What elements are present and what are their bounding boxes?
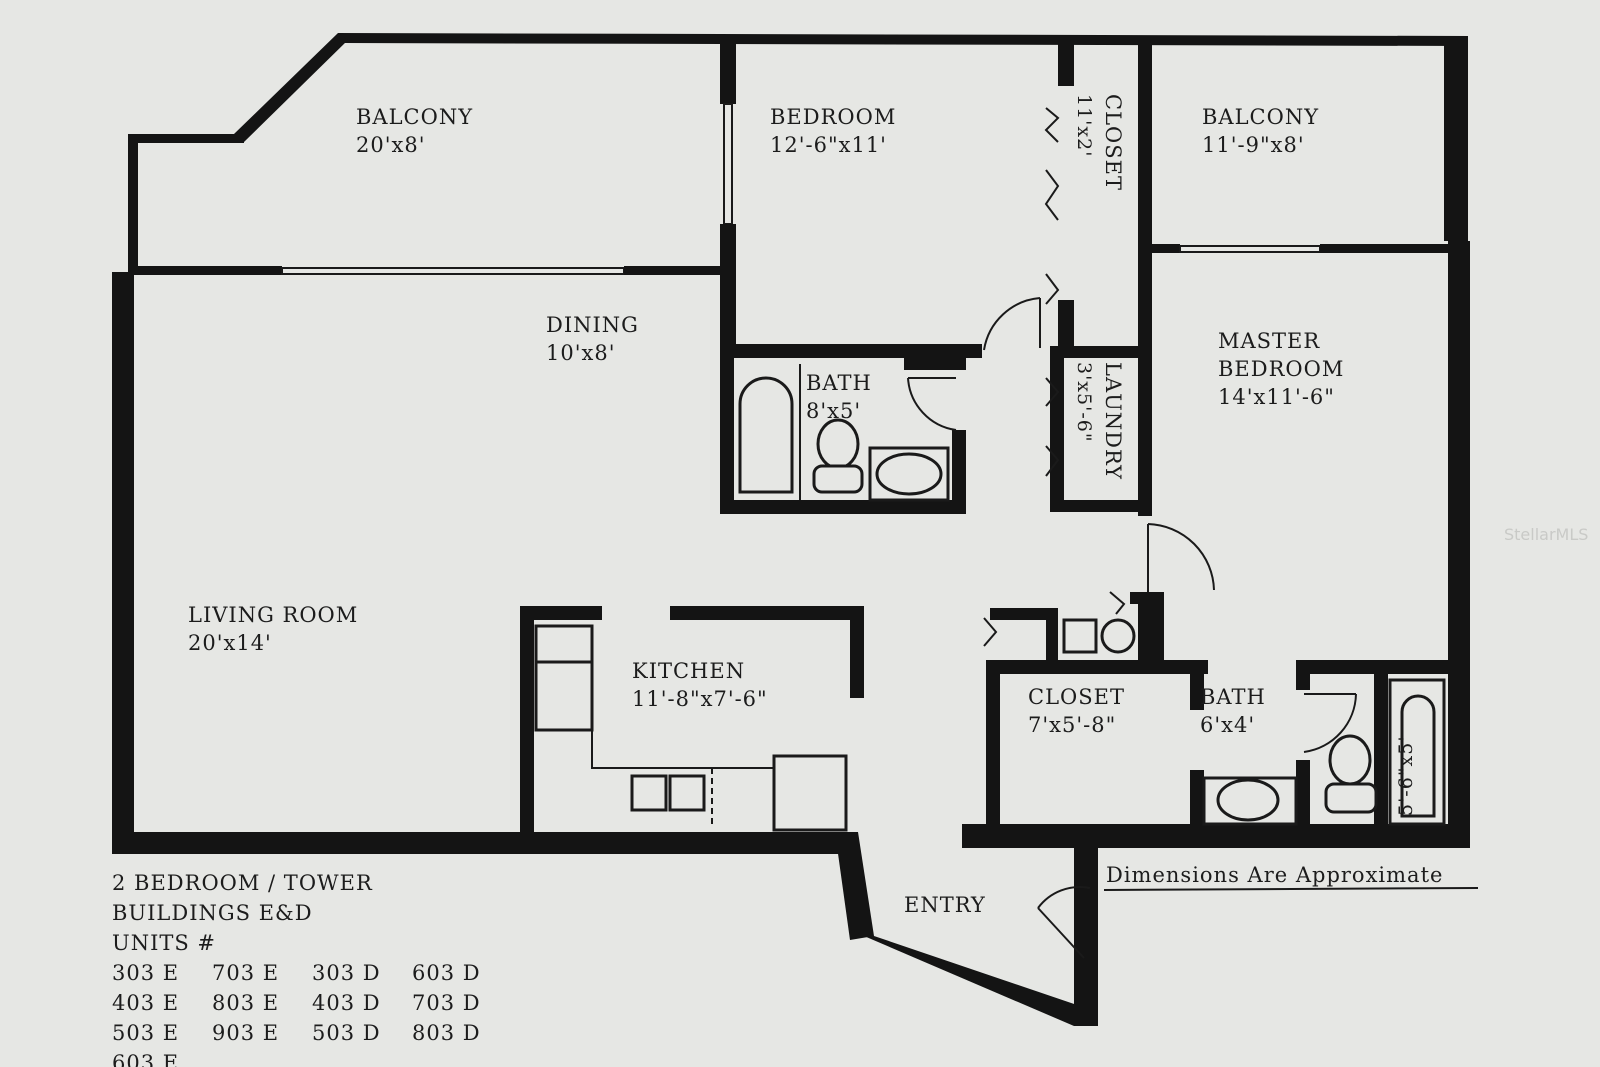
info-line-2: BUILDINGS E&D: [112, 901, 313, 925]
closet-bottom-dim: 7'x5'-8": [1028, 713, 1116, 737]
unit-info: 2 BEDROOM / TOWER BUILDINGS E&D UNITS # …: [112, 871, 481, 1067]
dining-label: DINING: [546, 313, 639, 337]
bath-top-label: BATH: [806, 371, 872, 395]
closet-top-dim: 11'x2': [1073, 94, 1095, 157]
unit-number: 503 E: [112, 1021, 179, 1045]
balcony-right-label: BALCONY: [1202, 105, 1319, 129]
unit-number: 503 D: [312, 1021, 381, 1045]
laundry-label: LAUNDRY: [1101, 362, 1125, 480]
outer-walls: [112, 33, 1470, 1026]
unit-number: 903 E: [212, 1021, 279, 1045]
unit-number: 403 D: [312, 991, 381, 1015]
bedroom-label: BEDROOM: [770, 105, 896, 129]
bath-bottom-dim: 6'x4': [1200, 713, 1255, 737]
unit-number: 603 D: [412, 961, 481, 985]
unit-number: 703 E: [212, 961, 279, 985]
unit-number: 303 D: [312, 961, 381, 985]
info-line-3: UNITS #: [112, 931, 216, 955]
watermark: StellarMLS: [1504, 525, 1588, 544]
bath-bottom-fixtures: [1202, 678, 1446, 826]
room-labels: BALCONY 20'x8' BEDROOM 12'-6"x11' CLOSET…: [188, 94, 1417, 917]
unit-number: 703 D: [412, 991, 481, 1015]
unit-number: 803 E: [212, 991, 279, 1015]
closet-top-label: CLOSET: [1101, 94, 1125, 191]
unit-number: 803 D: [412, 1021, 481, 1045]
bath-bottom-label: BATH: [1200, 685, 1266, 709]
balcony-left-label: BALCONY: [356, 105, 473, 129]
kitchen-fixtures: [534, 624, 848, 832]
laundry-fixtures: [1062, 618, 1136, 654]
balcony-left-dim: 20'x8': [356, 133, 425, 157]
interior-walls: [520, 44, 1456, 838]
kitchen-dim: 11'-8"x7'-6": [632, 687, 768, 711]
living-dim: 20'x14': [188, 631, 272, 655]
master-label-2: BEDROOM: [1218, 357, 1344, 381]
unit-number: 303 E: [112, 961, 179, 985]
dimensions-note: Dimensions Are Approximate: [1106, 863, 1443, 887]
dining-dim: 10'x8': [546, 341, 615, 365]
closet-bottom-label: CLOSET: [1028, 685, 1125, 709]
unit-number: 603 E: [112, 1051, 179, 1067]
tub-dim: 5'-6"x5': [1395, 735, 1417, 816]
living-label: LIVING ROOM: [188, 603, 358, 627]
balcony-right-dim: 11'-9"x8': [1202, 133, 1305, 157]
unit-number: 403 E: [112, 991, 179, 1015]
bath-top-dim: 8'x5': [806, 399, 861, 423]
info-line-1: 2 BEDROOM / TOWER: [112, 871, 373, 895]
bedroom-dim: 12'-6"x11': [770, 133, 887, 157]
entry-label: ENTRY: [904, 893, 986, 917]
kitchen-label: KITCHEN: [632, 659, 745, 683]
laundry-dim: 3'x5'-6": [1073, 362, 1095, 443]
master-dim: 14'x11'-6": [1218, 385, 1335, 409]
note-underline: [1103, 887, 1479, 891]
master-label-1: MASTER: [1218, 329, 1320, 353]
bath-top-fixtures: [738, 364, 950, 502]
door-swings: [907, 297, 1357, 959]
balcony-glass-doors: [132, 244, 1450, 275]
units-list: 303 E 703 E 303 D 603 D 403 E 803 E 403 D 703 D…: [112, 961, 481, 1067]
bifold-door-marks: [983, 107, 1126, 647]
